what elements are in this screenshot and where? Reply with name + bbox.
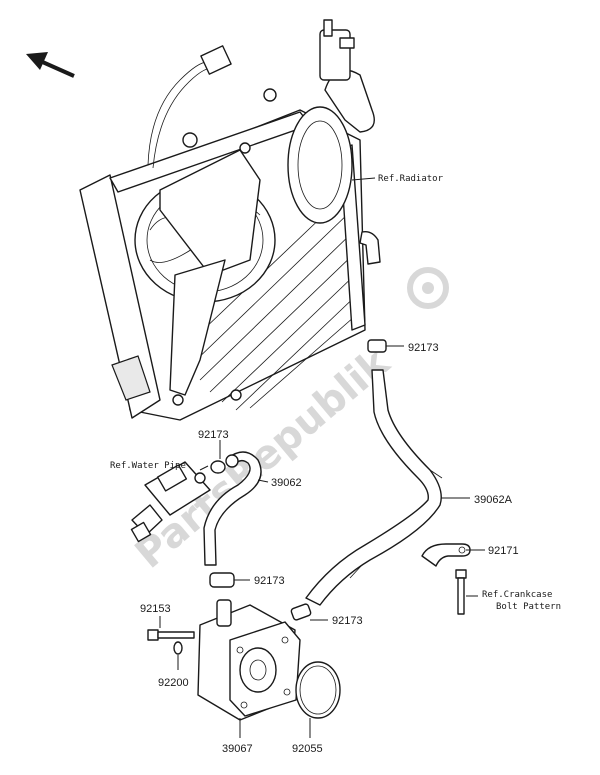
hose-39062 bbox=[203, 451, 262, 566]
ref-bolt-pattern: Bolt Pattern bbox=[496, 602, 561, 612]
o-ring-92055 bbox=[295, 661, 341, 719]
ref-radiator: Ref.Radiator bbox=[378, 174, 444, 184]
label-92173-low: 92173 bbox=[332, 615, 363, 627]
washer-92200 bbox=[173, 641, 183, 655]
label-92173-top: 92173 bbox=[408, 342, 439, 354]
label-92200: 92200 bbox=[158, 677, 189, 689]
label-92153: 92153 bbox=[140, 603, 171, 615]
clamp-92173-top bbox=[367, 339, 404, 353]
ref-water-pipe: Ref.Water Pipe bbox=[110, 461, 186, 471]
ref-crankcase: Ref.Crankcase bbox=[482, 590, 552, 600]
clamp-92173-left bbox=[210, 460, 226, 474]
leader-lines bbox=[159, 177, 485, 738]
label-92173-mid: 92173 bbox=[254, 575, 285, 587]
clamp-92173-low bbox=[290, 603, 312, 621]
label-39067: 39067 bbox=[222, 743, 253, 755]
water-pipe-fitting bbox=[130, 461, 211, 543]
part-labels: 92173 92173 39062 39062A 92171 92173 921… bbox=[140, 342, 519, 755]
label-92055: 92055 bbox=[292, 743, 323, 755]
clamp-92171 bbox=[421, 543, 471, 615]
radiator-assembly bbox=[79, 19, 381, 421]
clamp-92173-mid bbox=[209, 572, 235, 588]
label-92173-left: 92173 bbox=[198, 429, 229, 441]
watermark-gear-icon bbox=[407, 267, 449, 309]
label-39062: 39062 bbox=[271, 477, 302, 489]
hose-39062A bbox=[305, 369, 443, 606]
reference-labels: Ref.Radiator Ref.Water Pipe Ref.Crankcas… bbox=[110, 174, 561, 612]
label-39062a: 39062A bbox=[474, 494, 513, 506]
bolt-92153 bbox=[147, 629, 195, 641]
oil-cooler-39067 bbox=[197, 599, 301, 721]
front-direction-arrow-icon bbox=[26, 52, 75, 78]
label-92171: 92171 bbox=[488, 545, 519, 557]
